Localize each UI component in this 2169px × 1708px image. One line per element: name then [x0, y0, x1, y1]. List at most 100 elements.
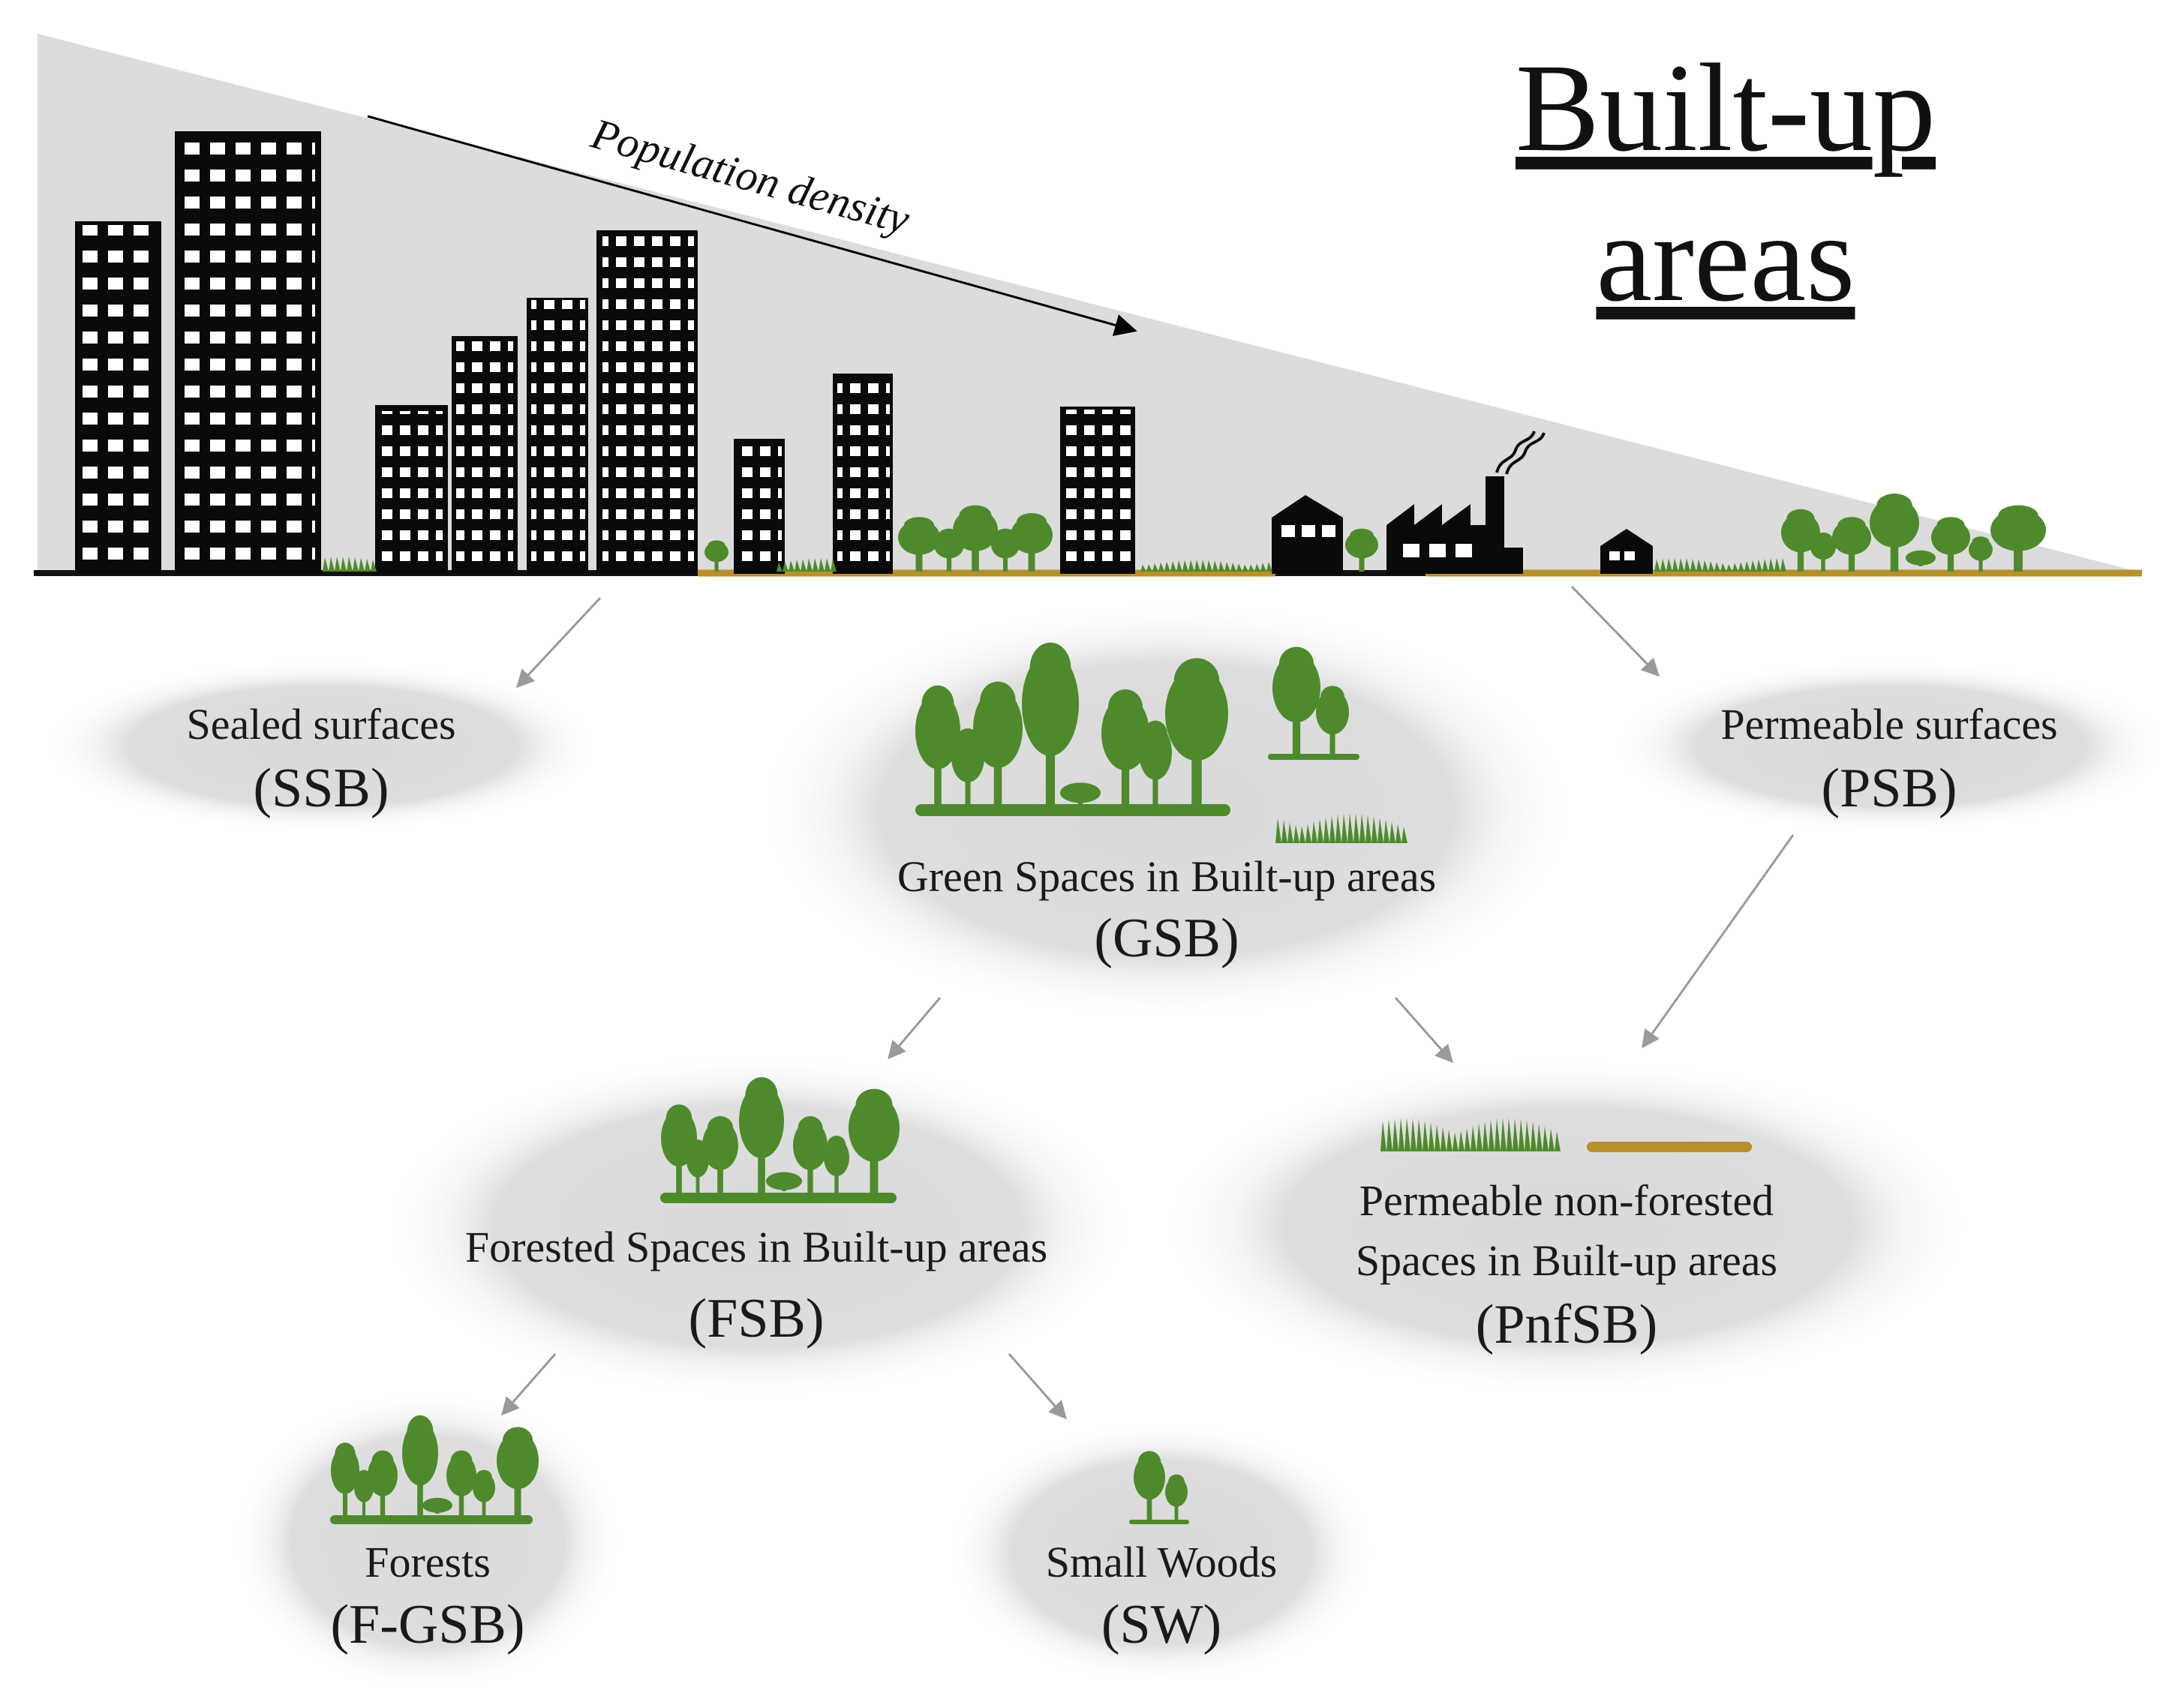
building-icon	[596, 230, 698, 574]
grass-icon	[777, 558, 837, 572]
psb-label: Permeable surfaces	[1720, 700, 2057, 749]
tree-icon	[1781, 509, 1820, 572]
tree-icon	[1832, 517, 1871, 572]
tree-icon	[898, 517, 940, 572]
tree-icon	[1810, 533, 1836, 572]
bush-icon	[422, 1497, 452, 1514]
tree-icon	[1931, 517, 1970, 572]
ground-bar	[915, 804, 1230, 816]
tree-icon	[331, 1442, 359, 1517]
building-icon	[175, 131, 321, 574]
fsb-code: (FSB)	[689, 1288, 825, 1349]
density-arrow	[367, 115, 1137, 336]
ground-bar	[660, 1193, 897, 1203]
tree-icon	[1139, 720, 1172, 806]
building-icon	[1060, 407, 1135, 574]
grass-icon	[1380, 1118, 1561, 1151]
sw-code: (SW)	[1101, 1594, 1221, 1655]
psb-blob	[1613, 660, 2168, 833]
tree-icon	[1316, 686, 1349, 756]
sw-label: Small Woods	[1046, 1538, 1277, 1586]
arrow-psb-to-pnfsb	[1642, 834, 1795, 1049]
fsb-blob	[383, 1054, 1133, 1399]
sw-blob	[948, 1421, 1375, 1684]
pnfsb-label-line-2: Spaces in Built-up areas	[1356, 1236, 1777, 1285]
pnfsb-label-line-1: Permeable non-forested	[1359, 1176, 1774, 1225]
city-buildings	[75, 131, 1653, 574]
fgsb-label: Forests	[365, 1538, 491, 1586]
pnfsb-blob	[1163, 1058, 1973, 1395]
psb-code: (PSB)	[1822, 758, 1957, 819]
building-icon	[75, 221, 161, 574]
tree-icon	[1101, 689, 1149, 806]
arrow-fsb-to-fgsb	[501, 1353, 557, 1416]
bush-icon	[1906, 550, 1936, 566]
gsb-vegetation-icon	[915, 642, 1407, 843]
tree-icon	[1011, 513, 1053, 572]
tree-icon	[1345, 528, 1378, 572]
tree-icon	[1022, 642, 1079, 806]
ground-bar	[330, 1515, 533, 1524]
arrow-gsb-to-fsb	[888, 997, 942, 1060]
ssb-blob	[45, 660, 600, 833]
tree-icon	[446, 1450, 476, 1517]
tree-icon	[1134, 1451, 1165, 1521]
ground-bar	[1587, 1142, 1752, 1152]
title: Built-up areas	[1516, 38, 1936, 328]
house-icon	[1272, 495, 1343, 574]
title-line-1: Built-up	[1516, 38, 1936, 178]
grass-icon	[323, 557, 377, 572]
pnfsb-code: (PnfSB)	[1476, 1294, 1658, 1355]
forest-icon	[330, 1415, 539, 1524]
arrow-to-ssb	[515, 596, 602, 689]
building-icon	[452, 336, 518, 574]
tree-icon	[849, 1088, 900, 1194]
tree-icon	[793, 1116, 828, 1194]
fgsb-code: (F-GSB)	[330, 1594, 524, 1655]
connector-arrows	[501, 585, 1795, 1420]
tree-icon	[702, 1116, 738, 1194]
tree-icon	[1969, 536, 1993, 572]
building-icon	[527, 298, 588, 574]
tree-icon	[497, 1427, 539, 1517]
tree-icon	[1870, 494, 1919, 572]
fsb-label: Forested Spaces in Built-up areas	[465, 1223, 1047, 1271]
tree-icon	[915, 685, 960, 806]
factory-icon	[1386, 431, 1546, 574]
pnfsb-grass-icon	[1380, 1118, 1752, 1152]
tree-icon	[739, 1077, 784, 1194]
small-woods-icon	[1129, 1451, 1189, 1524]
tree-icon	[824, 1136, 849, 1194]
arrow-gsb-to-pnfsb	[1394, 997, 1453, 1064]
gsb-label: Green Spaces in Built-up areas	[897, 852, 1436, 901]
grass-icon	[1140, 560, 1272, 572]
building-icon	[833, 374, 893, 574]
title-line-2: areas	[1596, 188, 1855, 328]
skyline-vegetation	[323, 494, 2046, 572]
tree-icon	[973, 681, 1023, 806]
bush-icon	[766, 1172, 802, 1191]
tree-icon	[402, 1415, 438, 1517]
bush-icon	[1060, 782, 1101, 804]
tree-icon	[1272, 647, 1320, 756]
arrow-fsb-to-sw	[1008, 1353, 1067, 1420]
fsb-forest-icon	[660, 1077, 900, 1203]
ground-bar	[1129, 1520, 1189, 1524]
ssb-label: Sealed surfaces	[186, 700, 455, 749]
ssb-code: (SSB)	[254, 758, 389, 819]
tree-icon	[368, 1450, 398, 1517]
arrow-to-psb	[1570, 585, 1660, 677]
gsb-code: (GSB)	[1094, 908, 1239, 969]
grass-icon	[1654, 558, 1786, 572]
tree-icon	[1990, 505, 2046, 572]
building-icon	[375, 405, 448, 574]
house-icon	[1600, 529, 1653, 574]
grass-icon	[1275, 813, 1407, 843]
ground-bar	[1268, 754, 1359, 760]
tree-icon	[1165, 658, 1228, 806]
tree-icon	[704, 540, 729, 572]
tree-icon	[1165, 1474, 1188, 1521]
tree-icon	[473, 1469, 495, 1517]
tree-icon	[953, 505, 998, 572]
